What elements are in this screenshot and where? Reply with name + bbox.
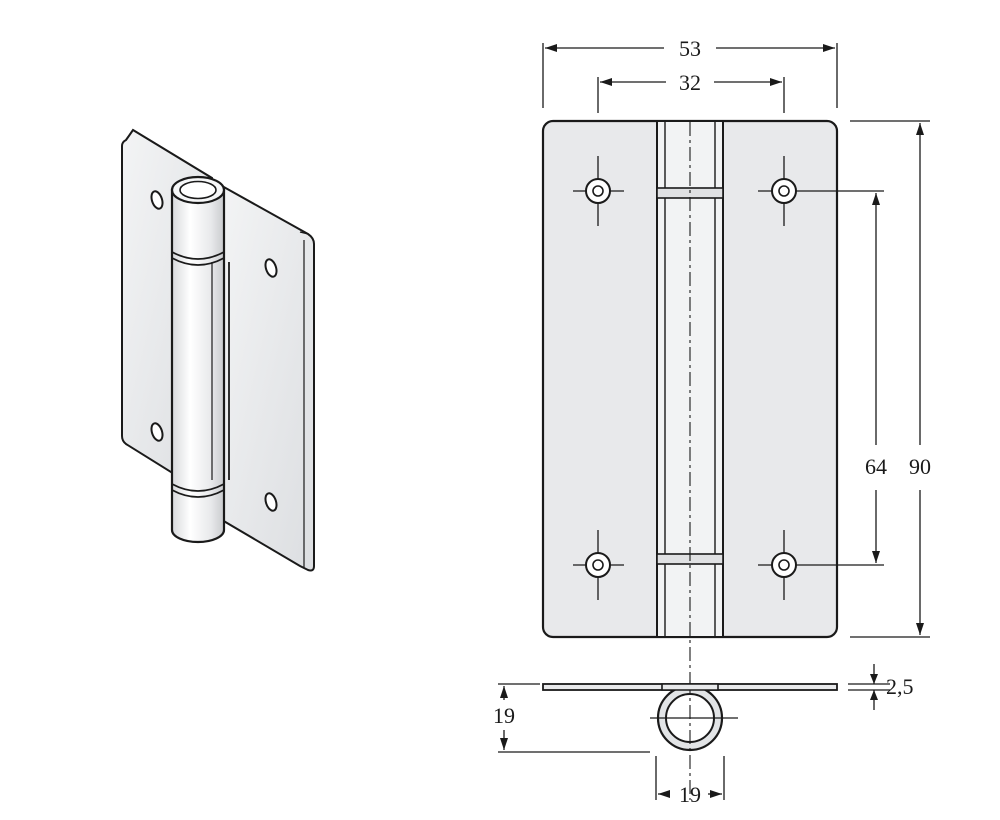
dim-label-hole-spacing-h: 32 xyxy=(679,70,701,95)
dimension-2-5: 2,5 xyxy=(848,664,914,710)
dimension-19-vertical: 19 xyxy=(493,683,650,753)
dimension-53: 53 xyxy=(542,36,838,108)
iso-knuckle-split-top xyxy=(171,251,225,260)
dim-label-overall-height: 90 xyxy=(909,454,931,479)
front-hole-bottom-right xyxy=(758,530,884,600)
dimension-32: 32 xyxy=(597,70,785,113)
front-view xyxy=(541,119,884,720)
front-hole-bottom-left xyxy=(573,530,624,600)
end-view xyxy=(542,680,838,800)
iso-hole-bottom-left xyxy=(150,422,164,442)
dim-label-thickness: 2,5 xyxy=(886,674,914,699)
iso-barrel xyxy=(170,188,226,544)
dimension-19-horizontal: 19 xyxy=(655,756,725,807)
dim-label-knuckle-width: 19 xyxy=(679,782,701,807)
dimension-90: 90 xyxy=(850,120,931,638)
iso-right-leaf xyxy=(221,184,315,572)
iso-right-leaf-thickness xyxy=(299,231,315,566)
front-hole-top-right xyxy=(758,156,884,226)
front-hole-top-left xyxy=(573,156,624,226)
dimension-64: 64 xyxy=(865,193,887,563)
iso-knuckle-split-bottom xyxy=(171,483,225,492)
iso-left-leaf-edge xyxy=(125,129,213,179)
dim-label-hole-spacing-v: 64 xyxy=(865,454,887,479)
iso-hole-top-left xyxy=(150,190,164,210)
dim-label-overall-width: 53 xyxy=(679,36,701,61)
dim-label-knuckle-height: 19 xyxy=(493,703,515,728)
iso-hole-top-right xyxy=(264,258,278,278)
iso-hole-bottom-right xyxy=(264,492,278,512)
isometric-view xyxy=(121,128,315,572)
iso-barrel-bore xyxy=(179,180,217,200)
